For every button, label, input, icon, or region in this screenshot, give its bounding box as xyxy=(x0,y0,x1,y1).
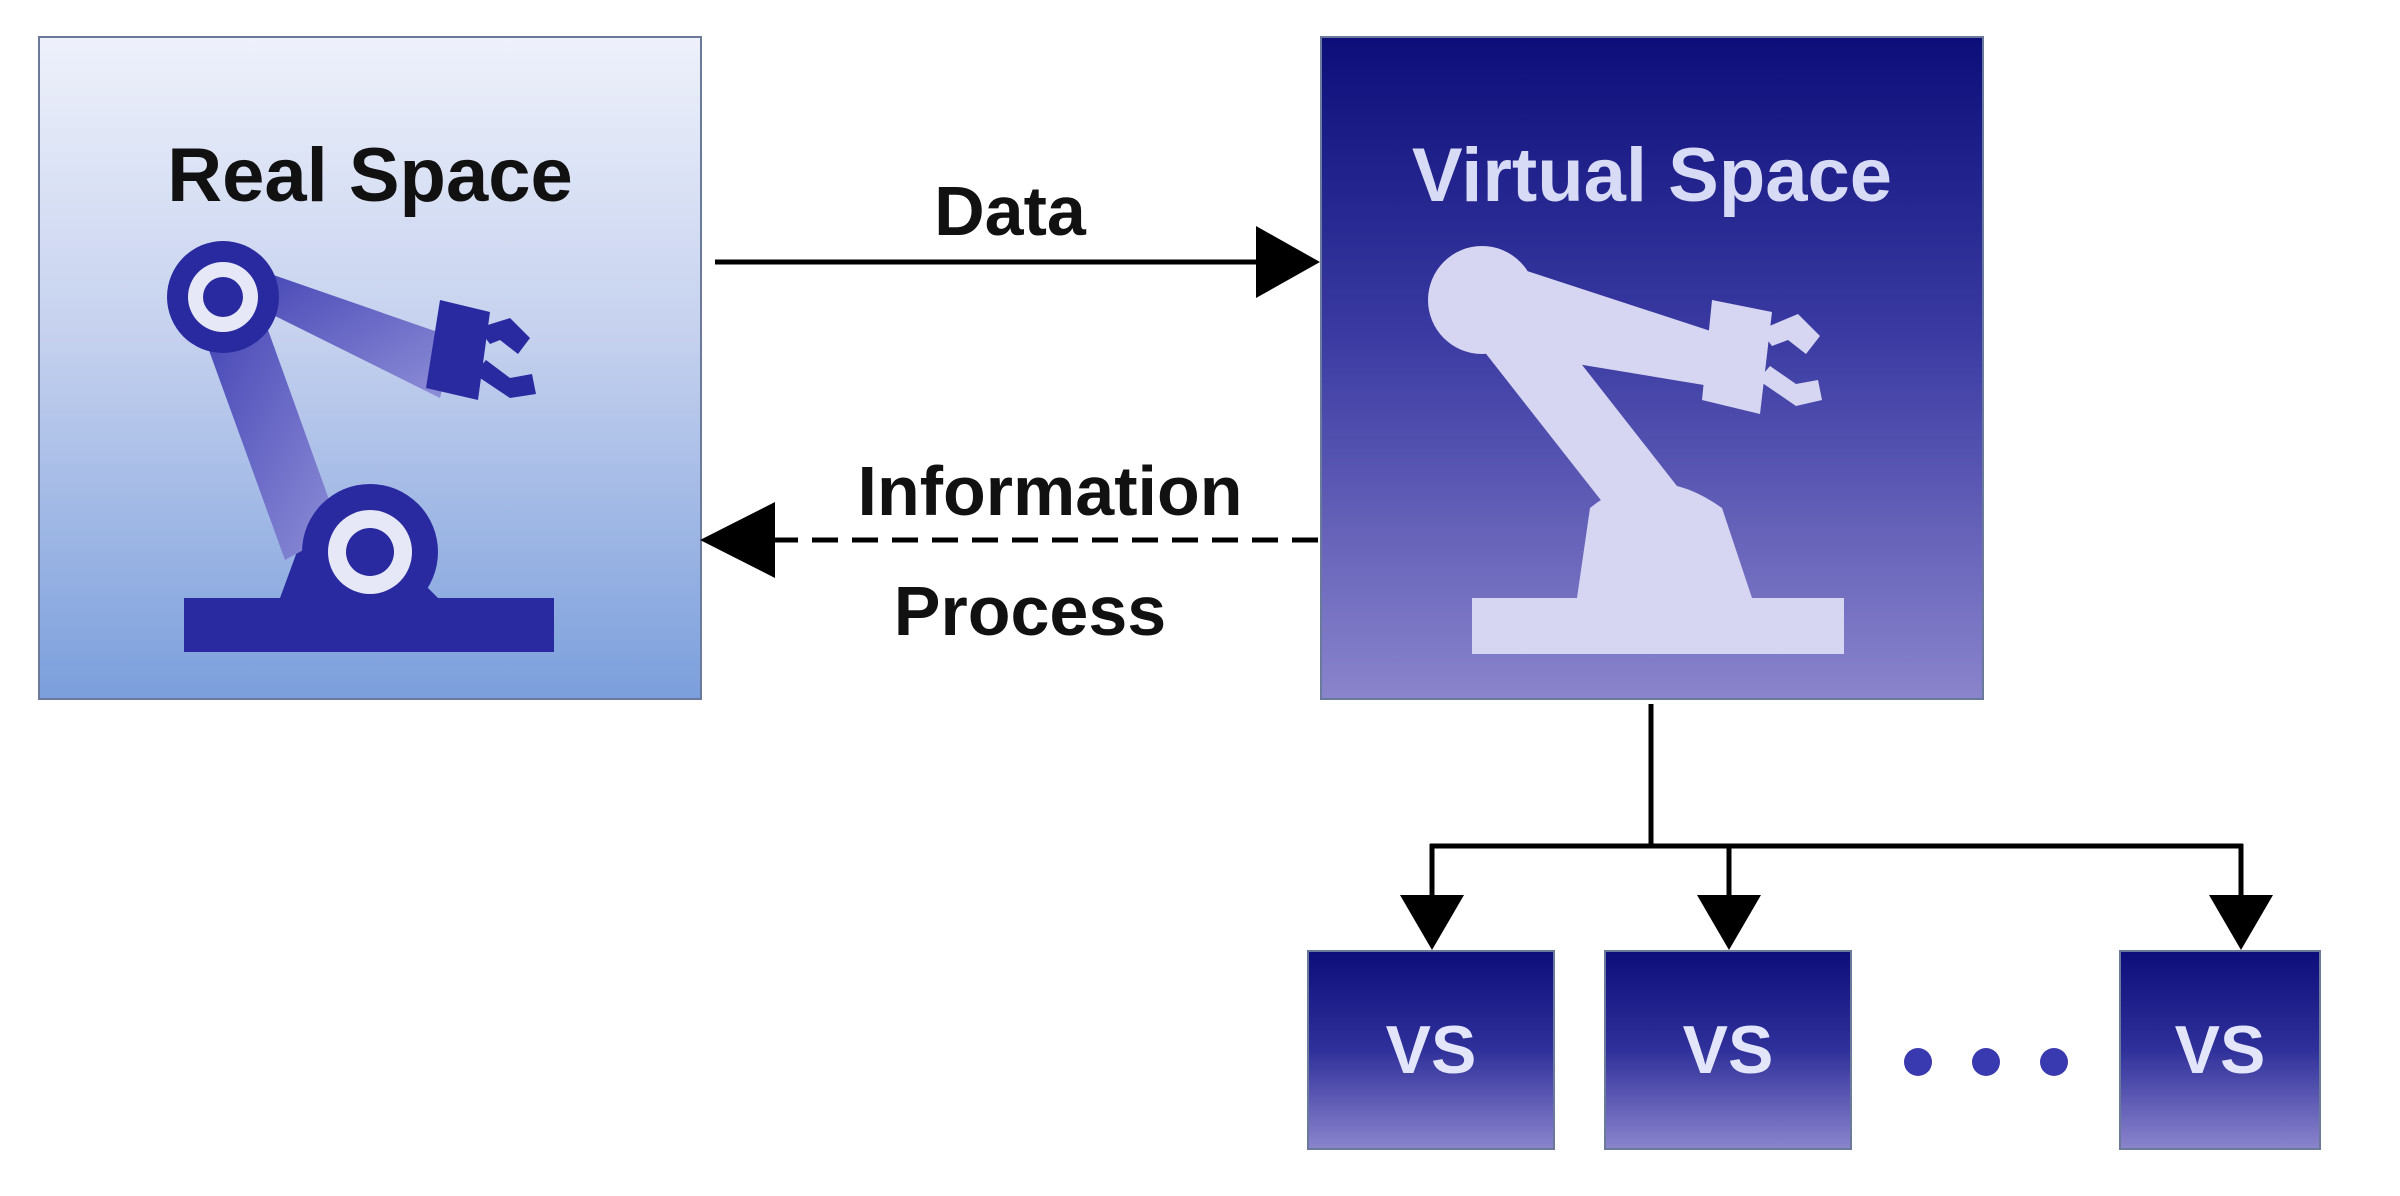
ellipsis-dots xyxy=(1904,1048,2068,1076)
real-space-box: Real Space xyxy=(38,36,702,700)
branch-1-arrowhead xyxy=(1400,895,1464,950)
robot-arm-icon xyxy=(167,241,554,652)
virtual-space-box: Virtual Space xyxy=(1320,36,1984,700)
process-label: Process xyxy=(893,572,1167,650)
virtual-space-copy-2: VS xyxy=(1604,950,1852,1150)
vs-label: VS xyxy=(1682,1012,1774,1088)
branch-3-arrowhead xyxy=(2209,895,2273,950)
real-space-title: Real Space xyxy=(167,133,573,218)
virtual-space-copy-1: VS xyxy=(1307,950,1555,1150)
data-label: Data xyxy=(934,172,1086,250)
virtual-space-copy-3: VS xyxy=(2119,950,2321,1150)
information-arrowhead xyxy=(700,502,775,578)
vs-label: VS xyxy=(2174,1012,2266,1088)
virtual-space-title: Virtual Space xyxy=(1411,133,1893,218)
information-label: Information xyxy=(857,452,1243,530)
virtual-robot-arm-icon xyxy=(1428,246,1844,654)
vs-label: VS xyxy=(1385,1012,1477,1088)
branch-2-arrowhead xyxy=(1697,895,1761,950)
data-arrowhead xyxy=(1256,226,1320,298)
